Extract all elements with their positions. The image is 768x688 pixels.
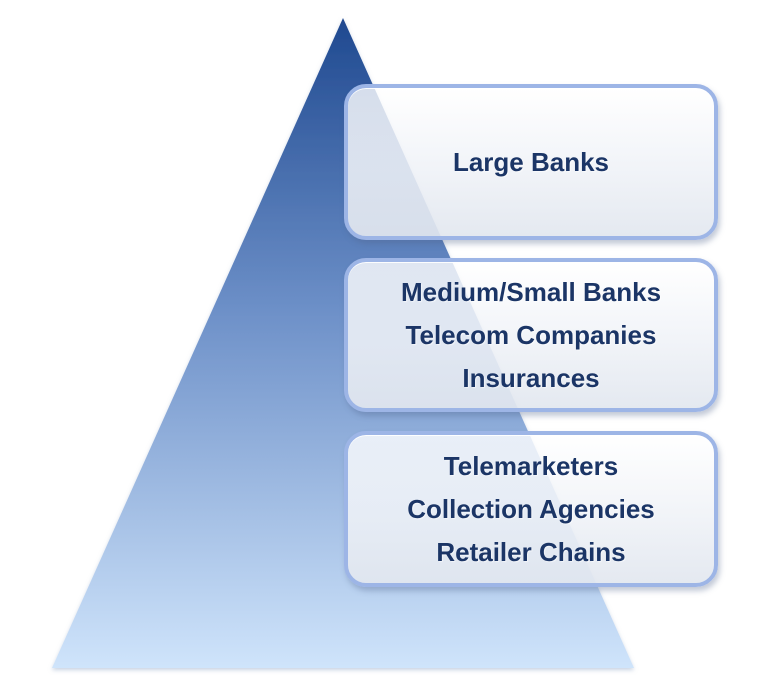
tier-2-line-3: Insurances [462, 362, 600, 393]
tier-3-line-2: Collection Agencies [407, 493, 655, 524]
tier-1-box: Large Banks [344, 84, 718, 240]
tier-3-line-3: Retailer Chains [436, 536, 626, 567]
tier-2-line-2: Telecom Companies [405, 319, 657, 350]
tier-3-line-1: Telemarketers [443, 450, 619, 481]
tier-2-line-1: Medium/Small Banks [400, 276, 662, 307]
tier-1-line-1: Large Banks [452, 146, 610, 177]
tier-2-box: Medium/Small Banks Telecom Companies Ins… [344, 258, 718, 412]
tier-3-box: Telemarketers Collection Agencies Retail… [344, 431, 718, 587]
